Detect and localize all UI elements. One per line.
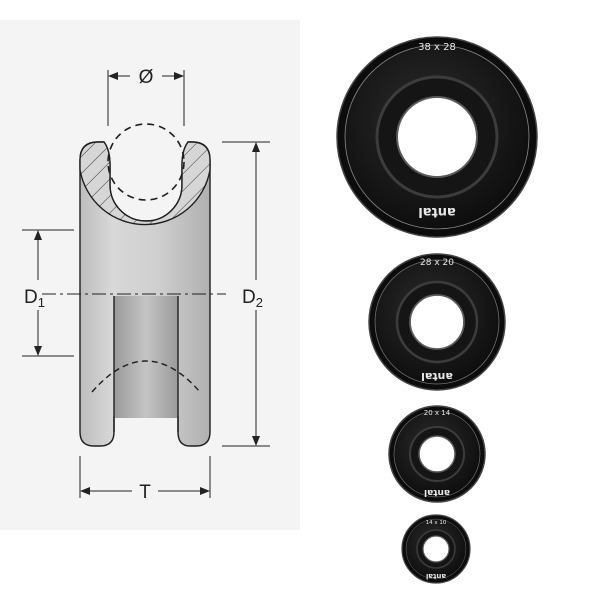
ring-20x14: 20 x 14 antal [388,405,486,503]
inner-bore [114,296,178,418]
ring-28x20: 28 x 20 antal [368,253,506,391]
diameter-label: Ø [139,67,154,88]
ring-14x10: 14 x 10 antal [401,514,471,584]
hatched-section [79,141,211,226]
ring-size-label: 38 x 28 [418,42,456,53]
thickness-dimension [79,456,211,498]
ring-38x28: 38 x 28 antal [336,36,538,238]
d2-label: D2 [242,287,263,310]
rope-circle [107,123,185,201]
ring-brand-label: antal [424,487,450,497]
d1-dimension [22,229,74,357]
hidden-groove-line [91,360,201,393]
thickness-label: T [139,482,151,503]
ring-brand-label: antal [426,572,446,580]
ring-size-label: 20 x 14 [424,409,451,417]
ring-size-label: 28 x 20 [420,258,454,268]
ring-brand-label: antal [421,370,453,383]
ring-brand-label: antal [418,204,455,219]
d2-dimension [222,141,270,447]
d1-label: D1 [24,287,45,310]
ring-size-label: 14 x 10 [426,520,447,526]
diameter-dimension [107,70,185,126]
